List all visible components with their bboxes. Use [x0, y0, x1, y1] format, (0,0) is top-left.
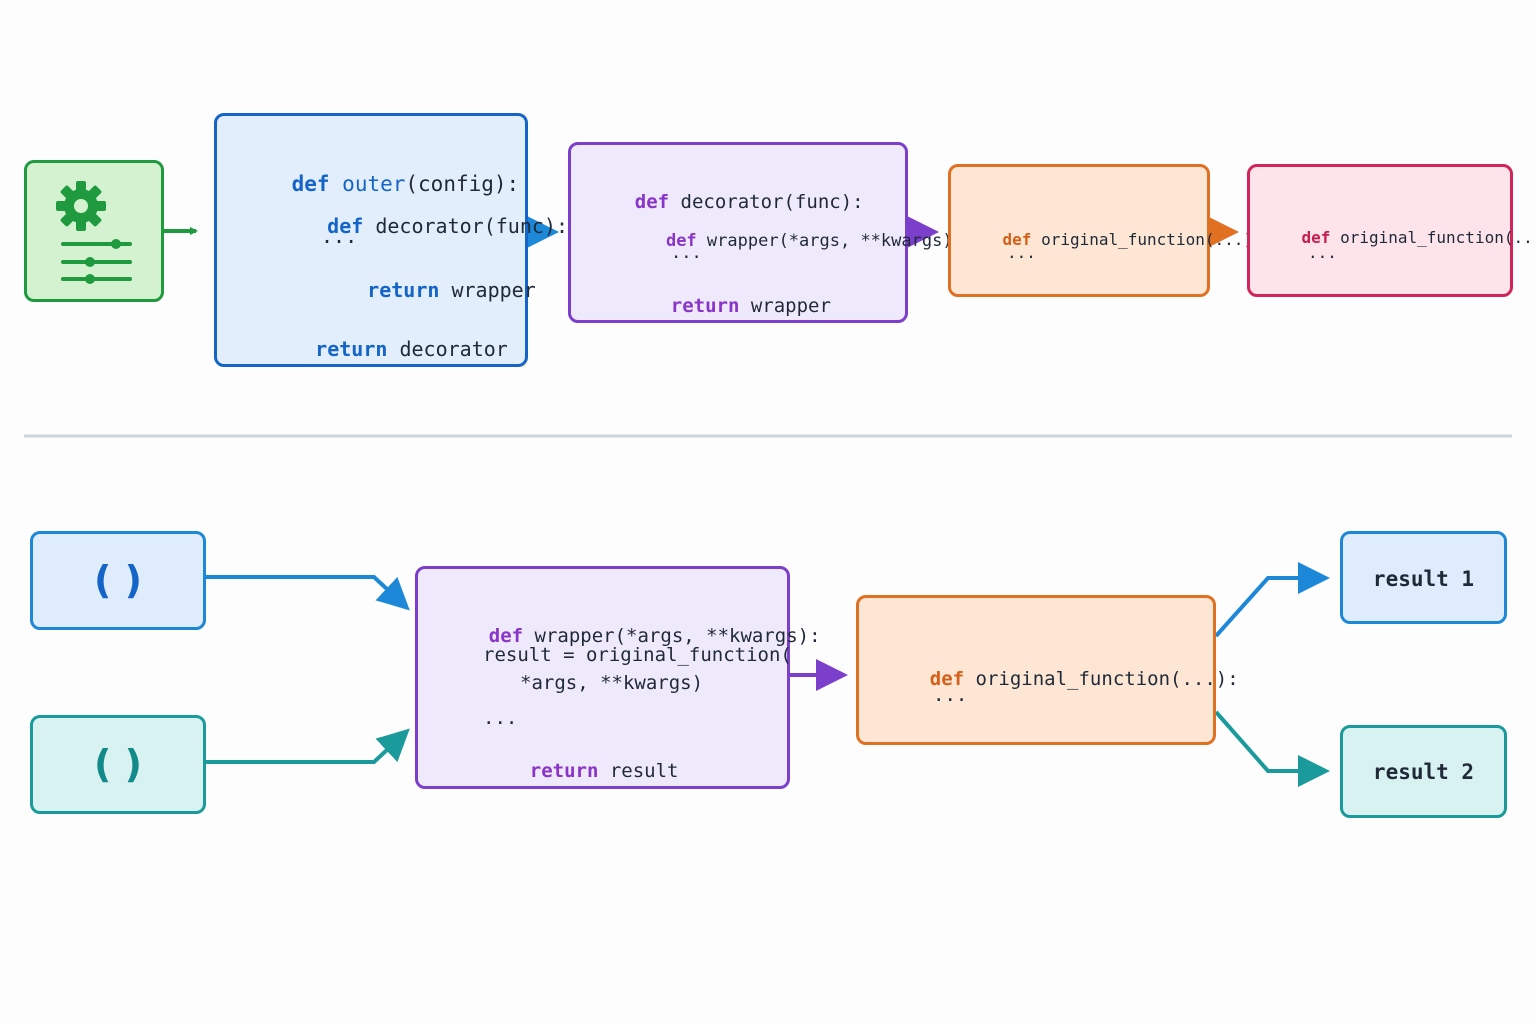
code-text: result — [609, 760, 679, 782]
keyword: return — [529, 760, 599, 782]
code-text: decorator(func): — [680, 191, 864, 213]
code-line: ... — [1308, 243, 1337, 262]
code-line: result = original_function( — [483, 644, 792, 666]
code-text: wrapper — [750, 295, 831, 317]
keyword: def — [665, 231, 697, 251]
code-line: def outer(config): — [241, 148, 520, 220]
decorator-function-box: def decorator(func): def wrapper(*args, … — [568, 142, 963, 323]
code-text: original_function(...): — [975, 668, 1239, 690]
original-function-box: def original_function(...) ... — [948, 164, 1253, 297]
code-line: ... — [1007, 243, 1036, 262]
code-line: def decorator(func): — [589, 169, 864, 235]
code-line: def original_function(...) — [964, 211, 1253, 268]
code-text: wrapper(*args, **kwargs): — [706, 231, 963, 251]
function-name: outer — [342, 172, 406, 196]
code-line: return decorator — [267, 313, 508, 385]
keyword: return — [367, 278, 440, 302]
keyword: return — [670, 295, 740, 317]
code-text: original_function(...) — [1041, 230, 1253, 249]
arrow-original-to-result1 — [1214, 562, 1330, 638]
decorated-function-box: def original_function(...) ... — [1247, 164, 1536, 297]
code-text: decorator(func): — [375, 214, 568, 238]
arrow-input1-to-wrapper — [206, 575, 410, 611]
code-line: def wrapper(*args, **kwargs): — [625, 211, 963, 271]
keyword: def — [634, 191, 670, 213]
keyword: def — [1301, 228, 1331, 247]
result-label: result 2 — [1372, 760, 1475, 784]
keyword: def — [291, 172, 330, 196]
code-line: def original_function(...) — [1263, 209, 1536, 266]
code-line: return wrapper — [319, 254, 536, 326]
code-line: ... — [321, 224, 358, 248]
gear-with-sliders-icon — [56, 181, 132, 284]
arrow-input2-to-wrapper — [206, 728, 410, 764]
code-line: ... — [933, 684, 968, 706]
parentheses-icon: ( ) — [94, 558, 142, 602]
code-line: def original_function(...): — [884, 646, 1239, 712]
code-line: def wrapper(*args, **kwargs): — [443, 603, 821, 669]
code-line: return result — [484, 738, 679, 804]
args-input-box-1: ( ) — [30, 531, 206, 630]
code-line: return wrapper — [625, 273, 831, 339]
result-label: result 1 — [1372, 567, 1475, 591]
outer-function-box: def outer(config): def decorator(func): … — [214, 113, 568, 367]
parentheses-icon: ( ) — [94, 742, 142, 786]
args-input-box-2: ( ) — [30, 715, 206, 814]
code-text: original_function(...) — [1340, 228, 1536, 247]
keyword: return — [315, 337, 388, 361]
code-text: wrapper(*args, **kwargs): — [534, 625, 821, 647]
result-box-2: result 2 — [1340, 725, 1507, 818]
code-line: ... — [671, 243, 702, 263]
config-box — [24, 160, 164, 302]
keyword: def — [929, 668, 965, 690]
code-line: def decorator(func): — [279, 190, 568, 262]
wrapper-function-box: def wrapper(*args, **kwargs): result = o… — [415, 566, 821, 789]
original-function-box: def original_function(...): ... — [856, 595, 1239, 745]
code-text: decorator — [399, 337, 508, 361]
keyword: def — [1002, 230, 1032, 249]
code-line: *args, **kwargs) — [520, 672, 704, 694]
arrow-original-to-result2 — [1214, 710, 1330, 787]
code-text: wrapper — [451, 278, 536, 302]
code-line: ... — [483, 707, 518, 729]
code-text: (config): — [405, 172, 520, 196]
result-box-1: result 1 — [1340, 531, 1507, 624]
keyword: def — [488, 625, 524, 647]
keyword: def — [327, 214, 364, 238]
